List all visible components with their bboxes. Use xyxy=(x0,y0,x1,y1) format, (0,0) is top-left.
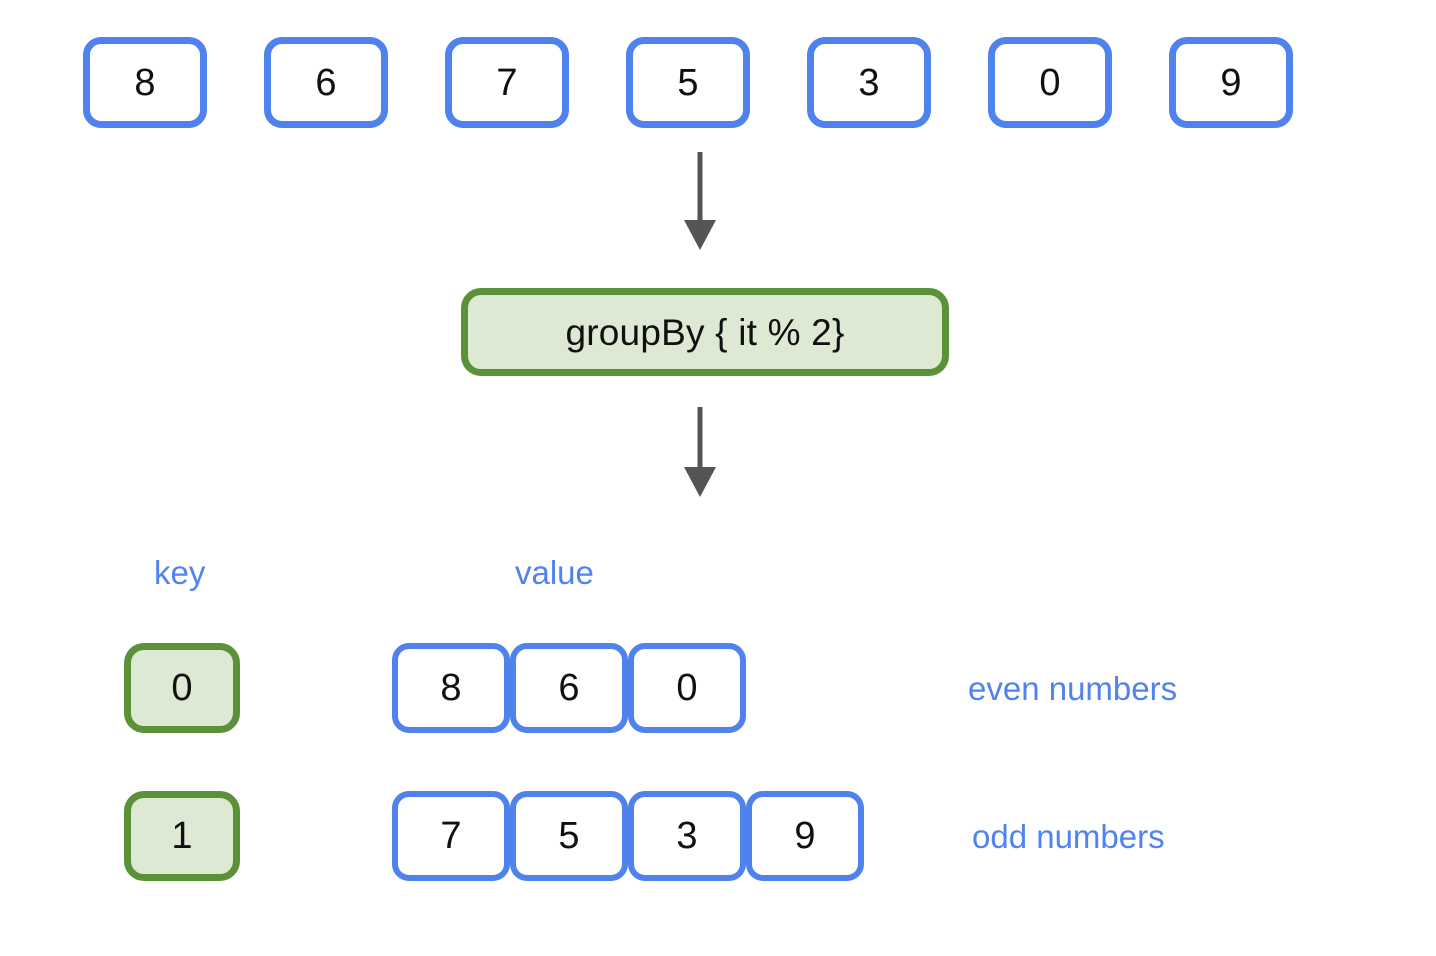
arrow-input-to-operation xyxy=(684,152,716,250)
input-cell: 0 xyxy=(988,37,1112,128)
table-row: 0 8 6 0 even numbers xyxy=(0,540,1436,733)
input-cell: 6 xyxy=(264,37,388,128)
value-cell: 9 xyxy=(746,791,864,881)
result-table: key value 0 8 6 0 even numbers 1 7 5 3 9… xyxy=(0,540,1436,920)
column-header-key: key xyxy=(154,554,206,591)
value-cell: 3 xyxy=(628,791,746,881)
input-cell: 7 xyxy=(445,37,569,128)
input-cell: 5 xyxy=(626,37,750,128)
row-annotation: odd numbers xyxy=(972,818,1165,855)
arrow-operation-to-result xyxy=(684,407,716,497)
input-list: 8 6 7 5 3 0 9 xyxy=(0,0,1436,140)
row-annotation: even numbers xyxy=(968,670,1178,707)
operation-label: groupBy { it % 2} xyxy=(565,311,845,353)
column-header-value: value xyxy=(515,554,594,591)
value-cell: 0 xyxy=(628,643,746,733)
operation-box: groupBy { it % 2} xyxy=(461,288,949,376)
input-cell: 8 xyxy=(83,37,207,128)
value-cell: 7 xyxy=(392,791,510,881)
value-cell: 6 xyxy=(510,643,628,733)
key-cell: 0 xyxy=(124,643,240,733)
key-cell: 1 xyxy=(124,791,240,881)
input-cell: 3 xyxy=(807,37,931,128)
value-cell: 8 xyxy=(392,643,510,733)
table-row: 1 7 5 3 9 odd numbers xyxy=(0,688,1436,881)
value-cell: 5 xyxy=(510,791,628,881)
input-cell: 9 xyxy=(1169,37,1293,128)
